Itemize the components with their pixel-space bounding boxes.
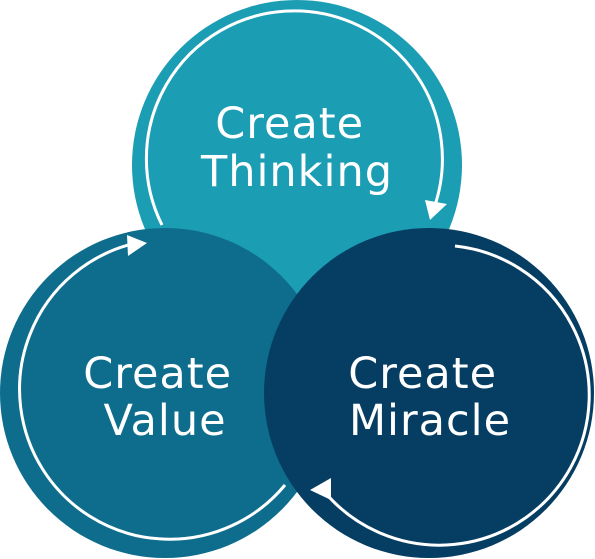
label-miracle-line2: Miracle — [349, 396, 511, 446]
circle-miracle-fill — [264, 228, 594, 558]
label-miracle-line1: Create — [348, 349, 497, 399]
label-value-line2: Value — [103, 396, 226, 446]
label-thinking-line1: Create — [215, 99, 364, 149]
circle-create-miracle — [264, 228, 594, 558]
circle-thinking-cycle-ring — [144, 9, 444, 226]
label-create-miracle: Create Miracle — [348, 349, 512, 446]
circle-create-value — [0, 228, 330, 558]
circle-miracle-cycle-ring — [321, 244, 591, 547]
circle-value-arrow-icon — [127, 235, 147, 256]
label-thinking-line2: Thinking — [200, 147, 393, 197]
label-create-thinking: Create Thinking — [200, 99, 393, 197]
circle-value-cycle-ring — [18, 242, 287, 541]
circle-thinking-arrow-icon — [425, 200, 447, 220]
circle-miracle-arrow-icon — [310, 478, 331, 500]
circle-value-fill — [0, 228, 330, 558]
label-create-value: Create Value — [83, 349, 247, 446]
label-value-line1: Create — [83, 349, 232, 399]
